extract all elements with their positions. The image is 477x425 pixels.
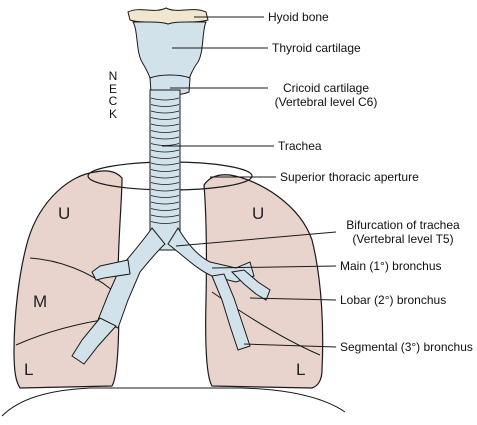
label-cricoid-line1: Cricoid cartilage <box>282 81 370 95</box>
label-thyroid-cartilage: Thyroid cartilage <box>272 41 361 55</box>
tracheal-ring <box>150 214 180 218</box>
lobe-label-left-upper: U <box>252 204 265 223</box>
label-bifurcation-line2: (Vertebral level T5) <box>352 232 454 246</box>
tracheal-ring <box>150 156 180 159</box>
left-main-bronchus <box>167 227 255 283</box>
tracheal-ring <box>150 188 180 192</box>
label-segmental-bronchus: Segmental (3°) bronchus <box>340 340 473 354</box>
tracheal-ring <box>150 123 180 127</box>
airway-tree <box>71 21 271 365</box>
neck-letter: N <box>108 69 118 83</box>
label-superior-thoracic-aperture: Superior thoracic aperture <box>280 170 419 184</box>
diaphragm-outline <box>1 387 346 417</box>
label-hyoid-bone: Hyoid bone <box>268 10 329 24</box>
tracheal-ring <box>150 104 180 107</box>
leader-main-bronchus <box>211 265 337 269</box>
tracheal-ring <box>150 208 180 211</box>
tracheal-ring <box>150 149 180 153</box>
left-upper-lobar-bronchus <box>230 269 271 301</box>
hyoid-bone-shape <box>127 7 209 25</box>
lobe-label-right-middle: M <box>33 292 48 311</box>
neck-label: N E C K <box>107 70 119 120</box>
neck-letter: C <box>108 94 118 109</box>
leader-lobar-bronchus <box>249 297 337 301</box>
neck-letter: K <box>108 106 117 121</box>
right-main-bronchus <box>97 227 166 329</box>
label-lobar-bronchus: Lobar (2°) bronchus <box>340 293 447 307</box>
tracheal-ring <box>150 162 180 166</box>
tracheal-ring <box>150 182 180 185</box>
tracheal-ring <box>150 136 180 140</box>
tracheal-ring <box>150 169 180 172</box>
leader-segmental-bronchus <box>243 343 337 348</box>
label-trachea: Trachea <box>278 139 322 153</box>
tracheal-ring <box>150 175 180 179</box>
tracheal-ring <box>150 97 180 101</box>
tracheal-ring <box>150 110 180 114</box>
neck-letter: E <box>108 81 117 96</box>
right-horizontal-fissure <box>29 257 113 291</box>
tracheal-rings <box>150 97 180 224</box>
tracheal-ring <box>150 195 180 198</box>
trachea-tube <box>138 89 192 251</box>
lobe-label-left-lower: L <box>296 360 306 379</box>
tracheal-ring <box>150 117 180 120</box>
label-main-bronchus: Main (1°) bronchus <box>340 259 442 273</box>
leader-bifurcation <box>175 231 337 247</box>
lobe-label-right-upper: U <box>58 204 71 223</box>
right-upper-lobar-bronchus <box>91 259 131 281</box>
lobe-label-right-lower: L <box>24 360 34 379</box>
label-bifurcation-of-trachea: Bifurcation of trachea (Vertebral level … <box>338 218 468 246</box>
label-cricoid-cartilage: Cricoid cartilage (Vertebral level C6) <box>266 81 386 109</box>
label-bifurcation-line1: Bifurcation of trachea <box>346 218 460 232</box>
tracheal-ring <box>150 130 180 133</box>
tracheal-ring <box>150 201 180 205</box>
left-lower-lobar-bronchus <box>211 273 251 351</box>
right-lower-bronchus <box>71 317 117 365</box>
label-cricoid-line2: (Vertebral level C6) <box>274 95 378 109</box>
tracheal-ring <box>150 221 180 224</box>
